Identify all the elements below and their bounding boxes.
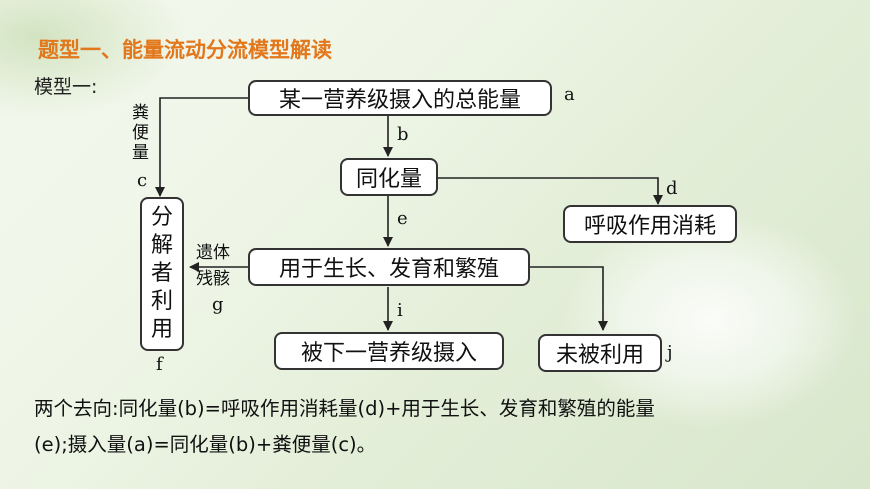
node-decomposer: 分 解 者 利 用 [140,197,184,351]
decomposer-char-3: 者 [150,261,173,286]
letter-j: j [667,342,673,363]
letter-b: b [397,124,409,145]
feces-char-1: 粪 [132,103,149,123]
arrow-j [530,266,608,331]
remains-line-1: 遗体 [196,243,230,263]
feces-char-2: 便 [132,123,149,143]
node-unused: 未被利用 [538,334,662,372]
letter-c: c [137,170,148,191]
remains-line-2: 残骸 [196,269,230,289]
feces-char-3: 量 [132,143,149,163]
model-label: 模型一: [34,76,98,98]
decomposer-char-2: 解 [150,233,173,258]
node-assimilation: 同化量 [340,158,438,196]
background-willow [0,0,190,120]
feces-label: 粪 便 量 [132,103,149,163]
letter-i: i [397,300,403,321]
arrow-d [438,177,663,205]
node-respiration: 呼吸作用消耗 [563,205,737,243]
footer-line-2: (e);摄入量(a)=同化量(b)+粪便量(c)。 [34,433,377,456]
node-intake: 某一营养级摄入的总能量 [248,80,552,116]
decomposer-char-1: 分 [150,205,173,230]
background-flower [560,210,860,430]
arrow-c [155,97,248,197]
footer-line-1: 两个去向:同化量(b)=呼吸作用消耗量(d)+用于生长、发育和繁殖的能量 [34,397,655,420]
decomposer-char-5: 用 [150,317,173,342]
letter-a: a [564,84,575,105]
decomposer-char-4: 利 [150,289,173,314]
letter-d: d [666,178,678,199]
page-title: 题型一、能量流动分流模型解读 [38,38,332,62]
node-growth: 用于生长、发育和繁殖 [248,248,530,286]
remains-label: 遗体 残骸 [196,240,230,292]
letter-g: g [212,294,224,315]
letter-f: f [156,354,163,375]
node-next-level: 被下一营养级摄入 [274,332,504,370]
letter-e: e [397,208,408,229]
